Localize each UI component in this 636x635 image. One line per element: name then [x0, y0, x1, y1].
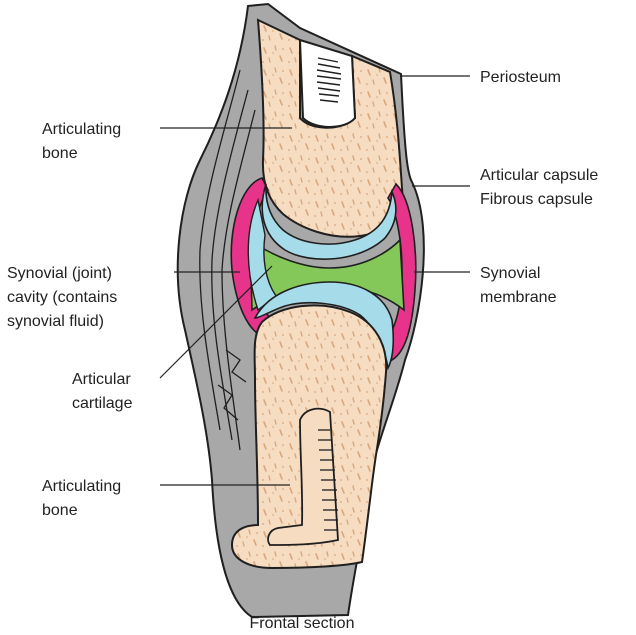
- label-articular-cartilage: Articular cartilage: [72, 371, 135, 412]
- label-synovial-cavity: Synovial (joint) cavity (contains synovi…: [7, 265, 122, 330]
- label-periosteum: Periosteum: [480, 69, 561, 86]
- label-articulating-bone-top: Articulating bone: [42, 121, 126, 162]
- label-synovial-membrane: Synovial membrane: [480, 265, 557, 306]
- caption-frontal-section: Frontal section: [250, 615, 355, 632]
- label-articular-capsule: Articular capsule Fibrous capsule: [480, 167, 603, 208]
- label-articulating-bone-bottom: Articulating bone: [42, 478, 126, 519]
